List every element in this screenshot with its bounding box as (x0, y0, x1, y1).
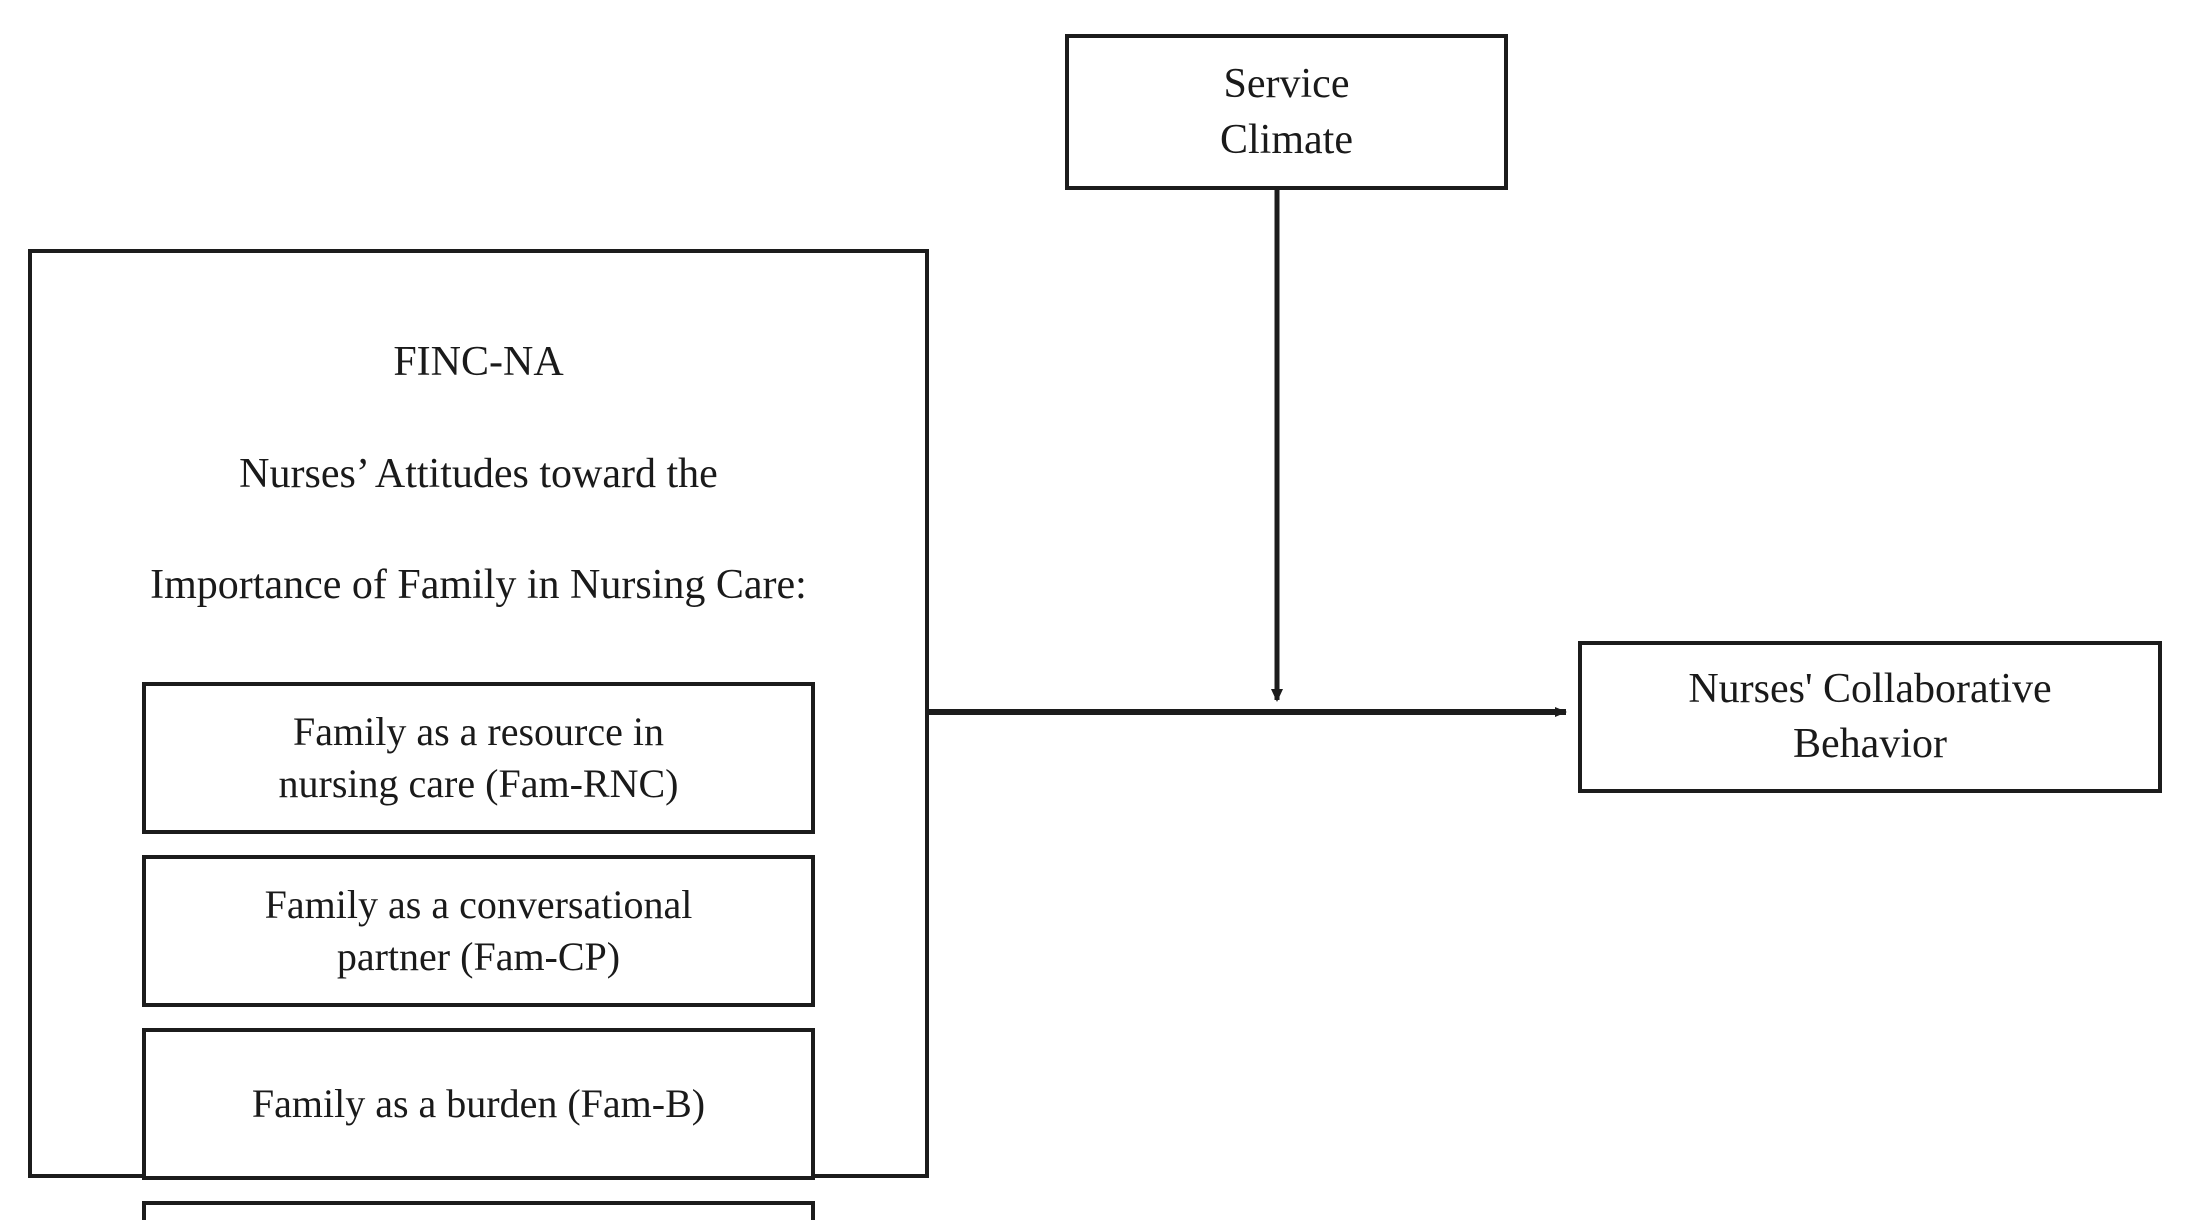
node-nurses-collaborative-behavior[interactable]: Nurses' Collaborative Behavior (1578, 641, 2162, 793)
subnode-fam-rnc[interactable]: Family as a resource in nursing care (Fa… (142, 682, 815, 835)
subnode-fam-b[interactable]: Family as a burden (Fam-B) (142, 1028, 815, 1181)
subnode-fam-b-label: Family as a burden (Fam-B) (251, 1081, 706, 1127)
service-climate-label: Service Climate (1220, 60, 1353, 163)
finc-na-header-line-2: Nurses’ Attitudes toward the (239, 450, 718, 497)
subnode-fam-cp[interactable]: Family as a conversational partner (Fam-… (142, 855, 815, 1008)
finc-na-subnode-list: Family as a resource in nursing care (Fa… (32, 682, 925, 1220)
finc-na-header-line-1: FINC-NA (393, 338, 564, 385)
finc-na-header: FINC-NA Nurses’ Attitudes toward the Imp… (32, 279, 925, 670)
node-service-climate[interactable]: Service Climate (1065, 34, 1508, 190)
subnode-fam-or[interactable]: Family as its own resource (Fam-OR) (142, 1201, 815, 1220)
finc-na-header-line-3: Importance of Family in Nursing Care: (150, 562, 807, 609)
outcome-label: Nurses' Collaborative Behavior (1688, 665, 2052, 767)
subnode-fam-cp-label: Family as a conversational partner (Fam-… (264, 882, 693, 980)
subnode-fam-rnc-label: Family as a resource in nursing care (Fa… (278, 709, 679, 807)
node-finc-na-container[interactable]: FINC-NA Nurses’ Attitudes toward the Imp… (28, 249, 929, 1220)
